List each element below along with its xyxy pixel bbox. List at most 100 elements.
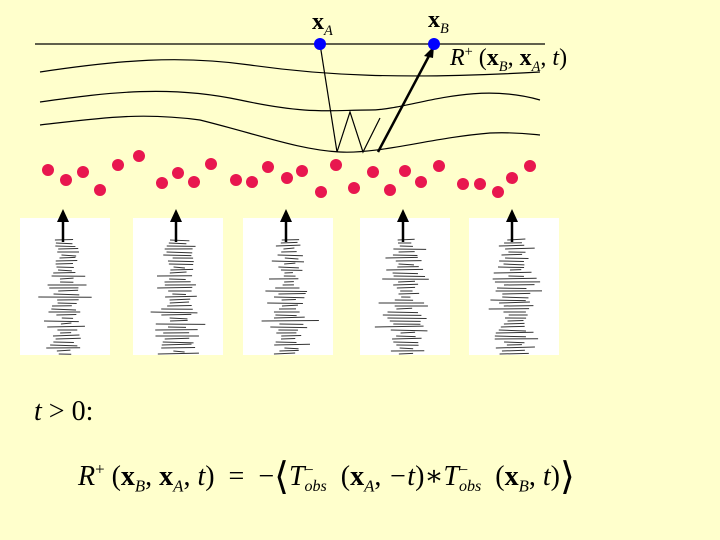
- trace-wiggle: [279, 349, 299, 352]
- trace-wiggle: [385, 256, 418, 259]
- trace-wiggle: [495, 331, 534, 334]
- source-arrow-icon: [397, 209, 409, 222]
- trace-wiggle: [161, 343, 192, 346]
- trace-wiggle: [169, 301, 190, 304]
- eq-x2: x: [159, 461, 174, 492]
- eq-arg2-open: (: [495, 461, 505, 492]
- layer-interface-1: [39, 59, 541, 77]
- eq-langle: ⟨: [274, 456, 289, 498]
- scatterer-dot: [524, 160, 536, 172]
- scatterer-dot: [246, 176, 258, 188]
- trace-wiggle: [169, 298, 191, 301]
- eq-t1-sub: obs: [304, 477, 327, 495]
- trace-wiggle: [281, 304, 298, 307]
- trace-panel: [469, 209, 559, 355]
- eq-rangle: ⟩: [559, 456, 575, 498]
- trace-wiggle: [398, 352, 414, 355]
- scatterer-dot: [296, 165, 308, 177]
- trace-wiggle: [493, 271, 532, 274]
- scatterer-dot: [262, 161, 274, 173]
- trace-wiggle: [505, 247, 535, 250]
- response-r: R: [450, 45, 465, 71]
- trace-wiggle: [57, 269, 72, 272]
- source-arrow-icon: [170, 209, 182, 222]
- trace-wiggle: [52, 334, 80, 337]
- trace-wiggle: [270, 326, 308, 329]
- trace-wiggle: [399, 347, 414, 350]
- trace-wiggle: [168, 242, 187, 245]
- trace-wiggle: [55, 262, 73, 265]
- trace-wiggle: [56, 349, 71, 352]
- receiver-b-label: xB: [428, 8, 449, 36]
- trace-wiggle: [59, 256, 76, 259]
- eq-arg2-close: ): [550, 461, 560, 492]
- trace-wiggle: [173, 266, 185, 269]
- trace-wiggle: [275, 244, 301, 247]
- scatterer-dot: [172, 167, 184, 179]
- trace-panel-background: [360, 218, 450, 355]
- trace-wiggle: [498, 329, 526, 332]
- trace-wiggle: [498, 244, 525, 247]
- trace-panel: [20, 209, 110, 355]
- trace-wiggle: [165, 295, 197, 298]
- trace-wiggle: [157, 286, 193, 289]
- response-x2: x: [519, 45, 532, 71]
- scatterer-dot: [281, 172, 293, 184]
- receiver-a-x: x: [312, 9, 324, 35]
- trace-wiggle: [502, 292, 531, 295]
- trace-wiggle: [167, 304, 192, 307]
- trace-wiggle: [490, 299, 526, 302]
- trace-wiggle: [273, 296, 305, 299]
- eq-lhs-close: ): [205, 461, 215, 492]
- trace-wiggle: [50, 344, 78, 347]
- eq-arg1-open: (: [340, 461, 351, 492]
- eq-arg1-x: x: [350, 461, 365, 492]
- trace-wiggle: [374, 325, 424, 328]
- eq-lhs-open: (: [111, 461, 121, 492]
- trace-wiggle: [173, 350, 185, 353]
- scatterer-dot: [367, 166, 379, 178]
- scatterer-dot: [42, 164, 54, 176]
- trace-wiggle: [284, 262, 296, 265]
- trace-panels: [20, 209, 559, 355]
- trace-wiggle: [501, 349, 525, 352]
- trace-wiggle: [390, 329, 428, 332]
- trace-wiggle: [273, 316, 305, 319]
- scatterer-dot: [433, 160, 445, 172]
- eq-sub2: A: [173, 476, 184, 496]
- trace-wiggle: [398, 263, 415, 266]
- eq-arg2-x: x: [504, 461, 519, 492]
- eq-minus: −: [258, 461, 275, 492]
- trace-wiggle: [53, 341, 74, 344]
- response-x1: x: [486, 45, 499, 71]
- trace-wiggle: [392, 254, 418, 257]
- trace-wiggle: [497, 266, 525, 269]
- trace-wiggle: [392, 272, 418, 275]
- trace-wiggle: [275, 314, 297, 317]
- trace-wiggle: [386, 268, 424, 271]
- eq-t1: t: [197, 461, 206, 492]
- trace-wiggle: [503, 322, 525, 325]
- trace-wiggle: [161, 313, 192, 316]
- trace-wiggle: [495, 346, 535, 349]
- trace-wiggle: [51, 308, 77, 311]
- eq-arg1-c: ,: [374, 461, 382, 492]
- trace-wiggle: [273, 352, 296, 355]
- eq-c2: ,: [183, 461, 191, 492]
- eq-t2-sub: obs: [459, 477, 482, 495]
- scatterer-dot: [348, 182, 360, 194]
- trace-wiggle: [53, 271, 76, 274]
- trace-wiggle: [503, 263, 525, 266]
- trace-wiggle: [55, 242, 73, 245]
- trace-wiggle: [162, 341, 194, 344]
- trace-wiggle: [280, 241, 298, 244]
- eq-t1-sup: −: [304, 461, 314, 479]
- trace-wiggle: [44, 320, 79, 323]
- eq-c1: ,: [145, 461, 153, 492]
- condition-t: t: [34, 396, 42, 427]
- trace-wiggle: [277, 254, 303, 257]
- trace-wiggle: [284, 347, 299, 350]
- trace-wiggle: [167, 260, 194, 263]
- trace-panel-background: [469, 218, 559, 355]
- trace-wiggle: [284, 257, 299, 260]
